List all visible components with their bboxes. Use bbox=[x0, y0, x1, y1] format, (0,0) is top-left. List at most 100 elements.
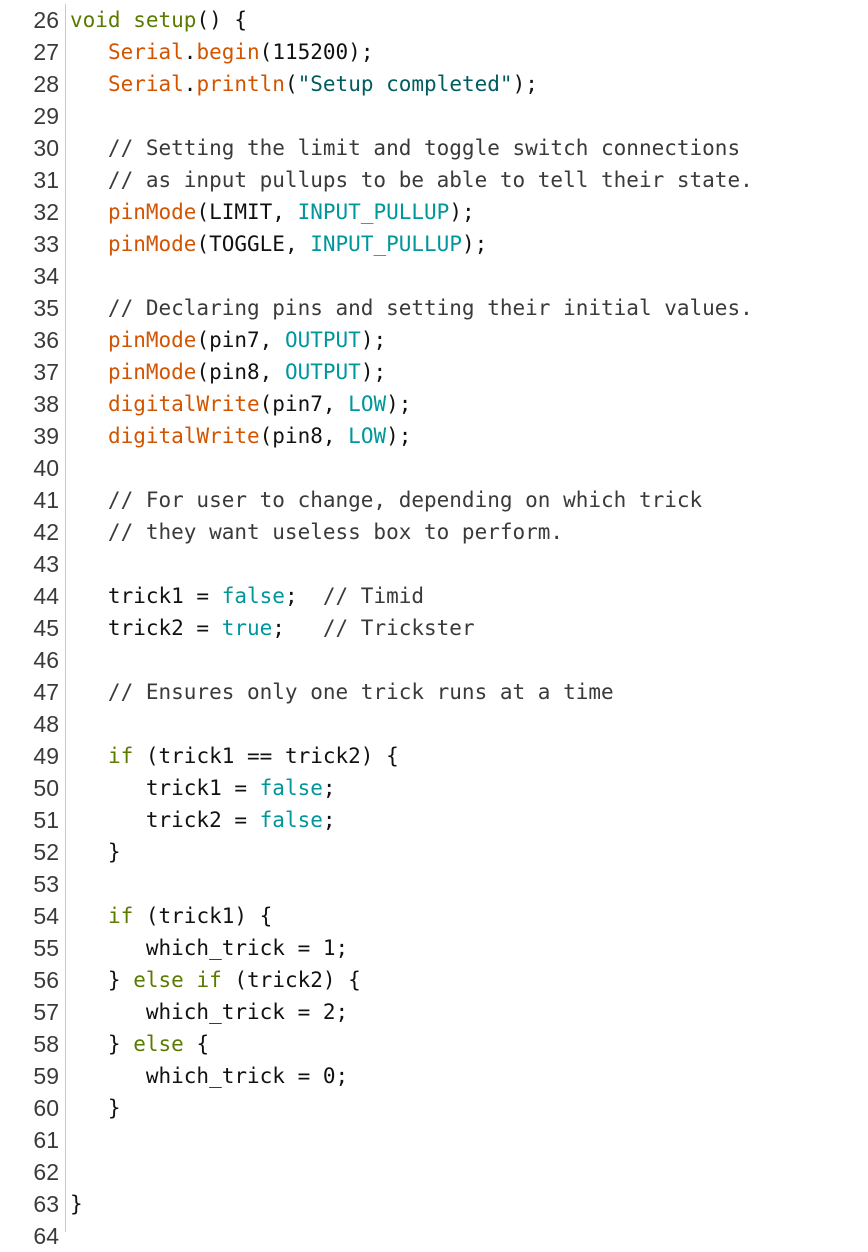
line-number: 50 bbox=[33, 775, 59, 801]
code-area[interactable]: void setup() { Serial.begin(115200); Ser… bbox=[66, 4, 868, 1232]
code-token: ); bbox=[386, 392, 412, 416]
line-number: 42 bbox=[33, 519, 59, 545]
code-line[interactable]: trick1 = false; // Timid bbox=[70, 580, 868, 612]
code-token: (trick1) { bbox=[133, 904, 273, 928]
code-token bbox=[184, 968, 197, 992]
code-line[interactable]: } else { bbox=[70, 1028, 868, 1060]
code-token: // Setting the limit and toggle switch c… bbox=[70, 136, 741, 160]
code-token: ; bbox=[272, 616, 323, 640]
code-token: Serial bbox=[107, 72, 184, 96]
code-line[interactable]: digitalWrite(pin7, LOW); bbox=[70, 388, 868, 420]
code-line[interactable] bbox=[70, 260, 868, 292]
code-token: (trick1 == trick2) { bbox=[133, 744, 399, 768]
line-number: 37 bbox=[33, 359, 59, 385]
code-token: } bbox=[70, 840, 121, 864]
code-token bbox=[70, 328, 108, 352]
code-line[interactable]: if (trick1 == trick2) { bbox=[70, 740, 868, 772]
code-token: ); bbox=[360, 360, 387, 384]
code-line[interactable]: // they want useless box to perform. bbox=[70, 516, 868, 548]
code-token: ); bbox=[461, 232, 488, 256]
code-line[interactable]: digitalWrite(pin8, LOW); bbox=[70, 420, 868, 452]
line-number: 40 bbox=[33, 455, 59, 481]
code-token bbox=[70, 200, 108, 224]
code-line[interactable] bbox=[70, 868, 868, 900]
code-token: (115200); bbox=[259, 40, 374, 64]
code-line[interactable] bbox=[70, 548, 868, 580]
line-number: 63 bbox=[33, 1191, 59, 1217]
code-token: setup bbox=[133, 8, 197, 32]
code-line[interactable]: } bbox=[70, 836, 868, 868]
code-line[interactable]: trick1 = false; bbox=[70, 772, 868, 804]
line-number: 52 bbox=[33, 839, 59, 865]
line-number: 43 bbox=[33, 551, 59, 577]
code-token: { bbox=[183, 1032, 210, 1056]
code-line[interactable] bbox=[70, 100, 868, 132]
code-token: (pin8, bbox=[259, 424, 349, 448]
code-line[interactable] bbox=[70, 1220, 868, 1234]
line-number: 58 bbox=[33, 1031, 59, 1057]
code-line[interactable]: // as input pullups to be able to tell t… bbox=[70, 164, 868, 196]
code-token: ; bbox=[322, 808, 336, 832]
code-line[interactable]: pinMode(TOGGLE, INPUT_PULLUP); bbox=[70, 228, 868, 260]
code-line[interactable]: which_trick = 2; bbox=[70, 996, 868, 1028]
code-line[interactable]: } bbox=[70, 1188, 868, 1220]
line-number: 26 bbox=[33, 7, 59, 33]
code-token: } bbox=[70, 1192, 83, 1216]
code-token: (pin7, bbox=[196, 328, 285, 352]
code-token: // For user to change, depending on whic… bbox=[70, 488, 703, 512]
code-token: // Timid bbox=[322, 584, 425, 608]
code-line[interactable] bbox=[70, 708, 868, 740]
code-line[interactable]: pinMode(pin8, OUTPUT); bbox=[70, 356, 868, 388]
code-line[interactable]: // For user to change, depending on whic… bbox=[70, 484, 868, 516]
code-token: } bbox=[70, 968, 134, 992]
code-line[interactable]: // Ensures only one trick runs at a time bbox=[70, 676, 868, 708]
code-line[interactable]: } bbox=[70, 1092, 868, 1124]
code-token: ( bbox=[284, 72, 298, 96]
line-number: 34 bbox=[33, 263, 59, 289]
code-token: begin bbox=[196, 40, 260, 64]
code-token: pinMode bbox=[107, 232, 197, 256]
code-line[interactable] bbox=[70, 452, 868, 484]
line-number: 31 bbox=[33, 167, 59, 193]
code-token bbox=[70, 392, 108, 416]
code-line[interactable]: pinMode(LIMIT, INPUT_PULLUP); bbox=[70, 196, 868, 228]
line-number: 51 bbox=[33, 807, 59, 833]
code-line[interactable]: trick2 = true; // Trickster bbox=[70, 612, 868, 644]
code-line[interactable] bbox=[70, 1156, 868, 1188]
code-line[interactable]: void setup() { bbox=[70, 4, 868, 36]
code-token: ; bbox=[322, 776, 336, 800]
code-line[interactable]: trick2 = false; bbox=[70, 804, 868, 836]
code-token: // they want useless box to perform. bbox=[70, 520, 564, 544]
code-token bbox=[70, 40, 108, 64]
code-line[interactable]: Serial.begin(115200); bbox=[70, 36, 868, 68]
code-line[interactable] bbox=[70, 644, 868, 676]
line-number: 54 bbox=[33, 903, 59, 929]
code-token: if bbox=[107, 744, 134, 768]
code-line[interactable] bbox=[70, 1124, 868, 1156]
code-line[interactable]: which_trick = 0; bbox=[70, 1060, 868, 1092]
line-number: 56 bbox=[33, 967, 59, 993]
code-line[interactable]: } else if (trick2) { bbox=[70, 964, 868, 996]
code-token: pinMode bbox=[107, 200, 197, 224]
line-number: 62 bbox=[33, 1159, 59, 1185]
code-token: INPUT_PULLUP bbox=[297, 200, 450, 224]
code-token: trick1 = bbox=[70, 584, 222, 608]
code-line[interactable]: // Declaring pins and setting their init… bbox=[70, 292, 868, 324]
code-token: println bbox=[196, 72, 285, 96]
code-line[interactable]: pinMode(pin7, OUTPUT); bbox=[70, 324, 868, 356]
code-token: which_trick = 2; bbox=[70, 1000, 349, 1024]
code-token: // Trickster bbox=[322, 616, 475, 640]
code-token: (TOGGLE, bbox=[196, 232, 311, 256]
line-number: 64 bbox=[33, 1223, 59, 1249]
code-token: (LIMIT, bbox=[196, 200, 298, 224]
line-number: 35 bbox=[33, 295, 59, 321]
code-line[interactable]: Serial.println("Setup completed"); bbox=[70, 68, 868, 100]
code-line[interactable]: which_trick = 1; bbox=[70, 932, 868, 964]
code-token: which_trick = 0; bbox=[70, 1064, 349, 1088]
code-line[interactable]: // Setting the limit and toggle switch c… bbox=[70, 132, 868, 164]
line-number: 33 bbox=[33, 231, 59, 257]
code-token: "Setup completed" bbox=[297, 72, 513, 96]
code-line[interactable]: if (trick1) { bbox=[70, 900, 868, 932]
